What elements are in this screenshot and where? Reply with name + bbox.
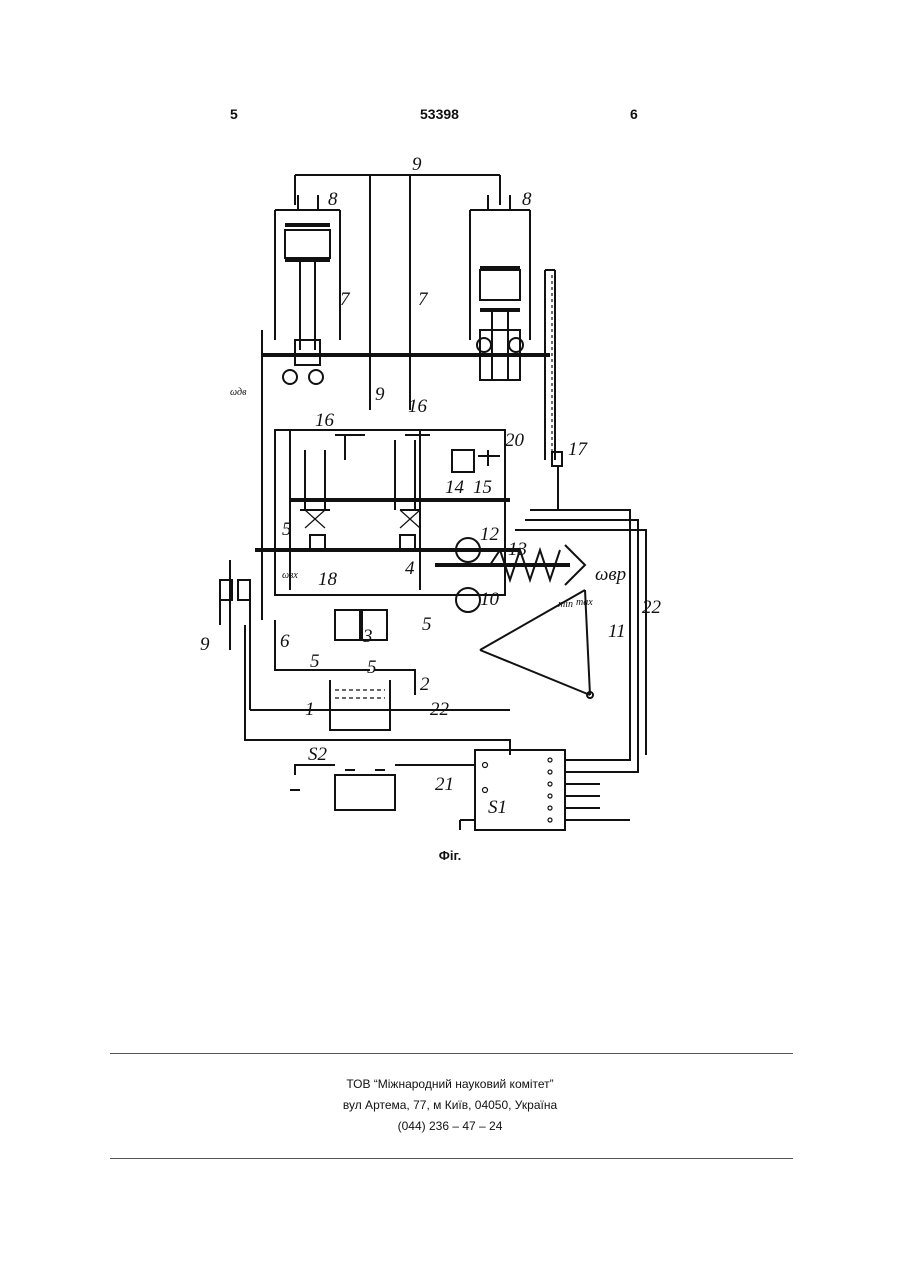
label-9-top: 9: [412, 154, 422, 175]
fuel-tank-1: [330, 680, 390, 730]
page-number-left: 5: [230, 106, 238, 122]
label-18: 18: [318, 569, 338, 590]
page-number-right: 6: [630, 106, 638, 122]
label-3: 3: [362, 626, 373, 647]
label-omega-dv: ωдв: [230, 387, 247, 398]
label-20: 20: [505, 430, 525, 451]
label-5-left: 5: [282, 519, 292, 540]
label-22-right: 22: [642, 597, 662, 618]
label-5-lower: 5: [310, 651, 320, 672]
label-13: 13: [508, 539, 527, 560]
label-11: 11: [608, 621, 626, 642]
label-8-right: 8: [522, 189, 532, 210]
label-15: 15: [473, 477, 492, 498]
schematic-drawing: 9 8 8 7 7 9 16 16 20 17 14 15 5 12 13 18…: [190, 150, 710, 840]
label-9-left: 9: [200, 634, 210, 655]
governor-housing: [275, 430, 505, 595]
label-1: 1: [305, 699, 315, 720]
label-2: 2: [420, 674, 430, 695]
label-7-right: 7: [418, 289, 429, 310]
label-21: 21: [435, 774, 454, 795]
label-22-bottom: 22: [430, 699, 450, 720]
patent-number: 53398: [420, 106, 459, 122]
label-s1: S1: [488, 797, 507, 818]
fuel-filter-3: [335, 610, 387, 640]
label-14: 14: [445, 477, 465, 498]
label-10: 10: [480, 589, 500, 610]
footer-rule-top: [110, 1053, 793, 1054]
footer-organization: ТОВ “Міжнародний науковий комітет”: [0, 1077, 900, 1091]
gear-rack-17: [545, 270, 555, 460]
label-8-left: 8: [328, 189, 338, 210]
label-s2: S2: [308, 744, 328, 765]
footer-phone: (044) 236 – 47 – 24: [0, 1119, 900, 1133]
cylinder-right: [470, 195, 530, 380]
label-17: 17: [568, 439, 589, 460]
label-4: 4: [405, 558, 415, 579]
label-min: min: [558, 599, 573, 610]
label-6: 6: [280, 631, 290, 652]
label-5-tank: 5: [367, 657, 377, 678]
footer-address: вул Артема, 77, м Київ, 04050, Україна: [0, 1098, 900, 1112]
label-5-mid: 5: [422, 614, 432, 635]
label-16-right: 16: [408, 396, 428, 417]
label-9-mid: 9: [375, 384, 385, 405]
label-12: 12: [480, 524, 500, 545]
footer-rule-bottom: [110, 1158, 793, 1159]
figure-caption: Фіг.: [0, 848, 900, 863]
patent-figure: 9 8 8 7 7 9 16 16 20 17 14 15 5 12 13 18…: [190, 150, 710, 840]
label-omega-bp: ωвр: [595, 564, 626, 585]
label-max: max: [576, 597, 593, 608]
label-omega-vh: ωвх: [282, 570, 298, 581]
label-7-left: 7: [340, 289, 351, 310]
label-16-left: 16: [315, 410, 335, 431]
